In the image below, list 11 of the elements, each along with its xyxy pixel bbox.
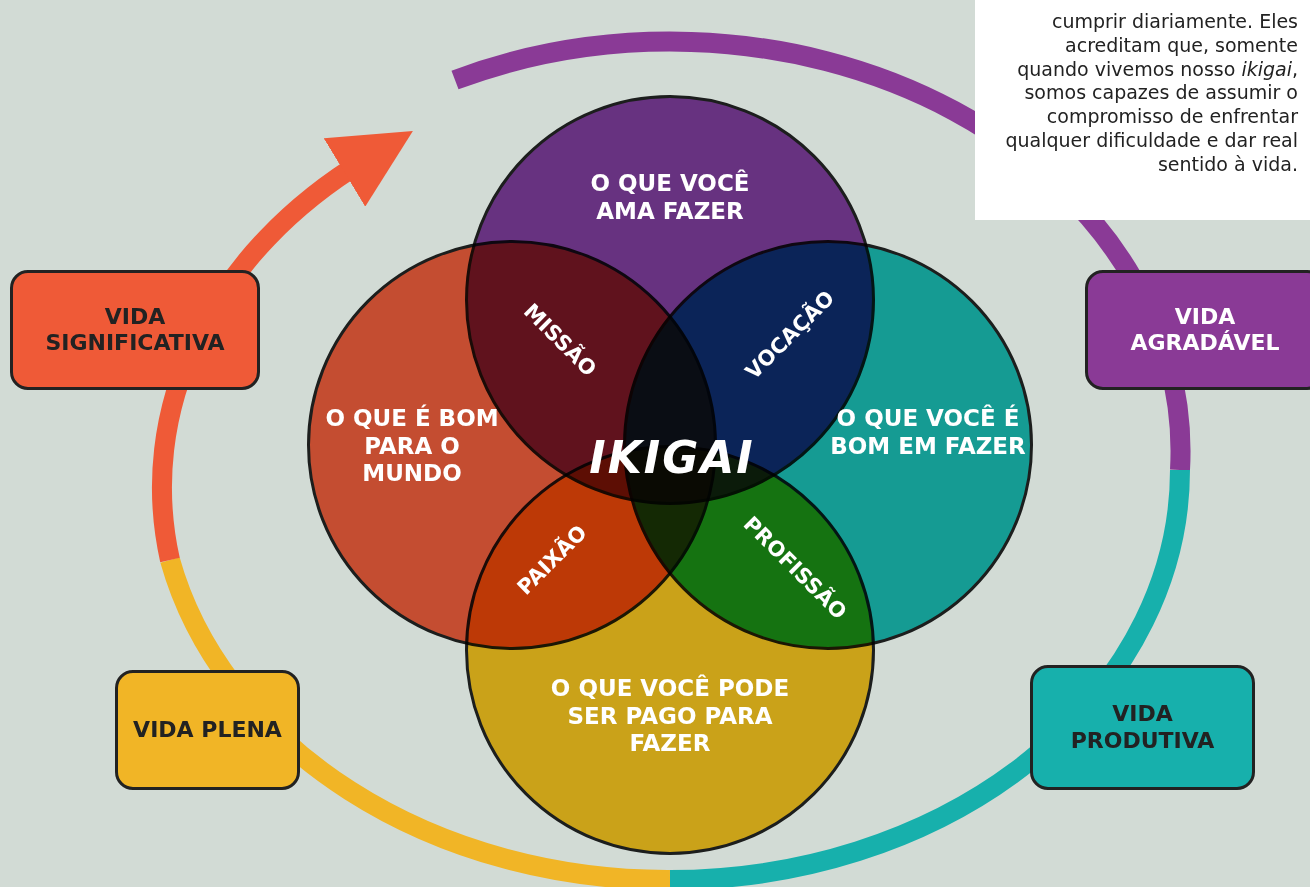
life-type-tab: VIDA AGRADÁVEL (1085, 270, 1310, 390)
center-label: IKIGAI (589, 431, 755, 483)
circle-label: O QUE É BOM PARA O MUNDO (324, 405, 500, 488)
life-type-tab: VIDA SIGNIFICATIVA (10, 270, 260, 390)
life-type-tab: VIDA PLENA (115, 670, 300, 790)
circle-label: O QUE VOCÊ É BOM EM FAZER (829, 405, 1027, 461)
circle-label: O QUE VOCÊ PODE SER PAGO PARA FAZER (549, 675, 791, 758)
note-text: cumprir diariamente. Eles acreditam que, somente quando vivemos nosso ikigai, somos capazes de assumir o compromisso de enfrentar qualquer dificuldade e dar real sentido à vida. (1004, 10, 1298, 177)
note-card (975, 0, 1310, 220)
circle-label: O QUE VOCÊ AMA FAZER (589, 170, 751, 226)
life-type-tab: VIDA PRODUTIVA (1030, 665, 1255, 790)
